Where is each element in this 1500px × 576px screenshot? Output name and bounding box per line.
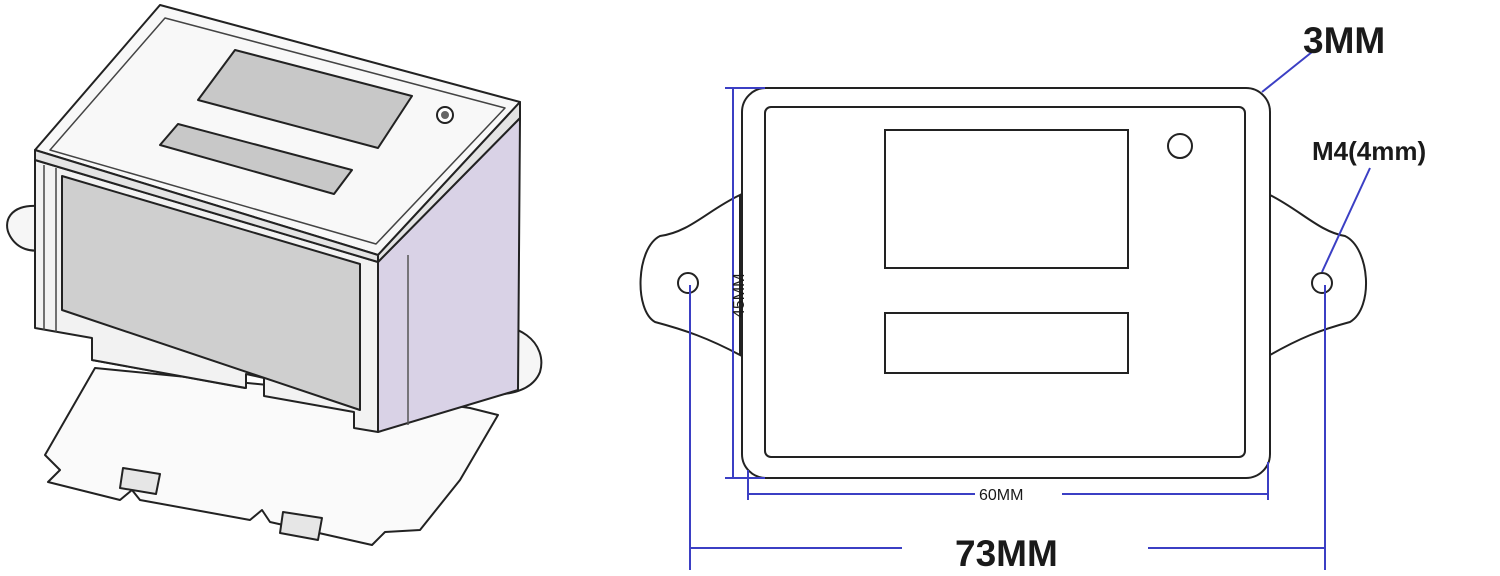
pcb-tab-1	[119, 467, 161, 495]
front-left-hole	[677, 272, 699, 294]
top-display-window-2	[159, 123, 353, 195]
inner-width-label: 60MM	[979, 487, 1023, 504]
thickness-label: 3MM	[1303, 20, 1385, 61]
front-display-window-lower	[884, 312, 1129, 374]
front-right-hole	[1311, 272, 1333, 294]
total-width-label: 73MM	[955, 533, 1058, 574]
dimension-lines	[689, 51, 1371, 570]
pcb-tab-2	[279, 511, 323, 541]
top-bezel-inner	[49, 17, 506, 245]
front-indicator-led	[1167, 133, 1193, 159]
height-label: 45MM	[731, 274, 748, 318]
top-display-window-1	[197, 49, 413, 149]
isometric-view	[6, 4, 543, 546]
front-display-window-upper	[884, 129, 1129, 269]
thickness-leader	[1261, 51, 1313, 93]
hole-size-label: M4(4mm)	[1312, 136, 1426, 166]
front-label-window	[61, 175, 361, 411]
hole-leader	[1321, 167, 1371, 273]
front-view	[639, 87, 1368, 479]
